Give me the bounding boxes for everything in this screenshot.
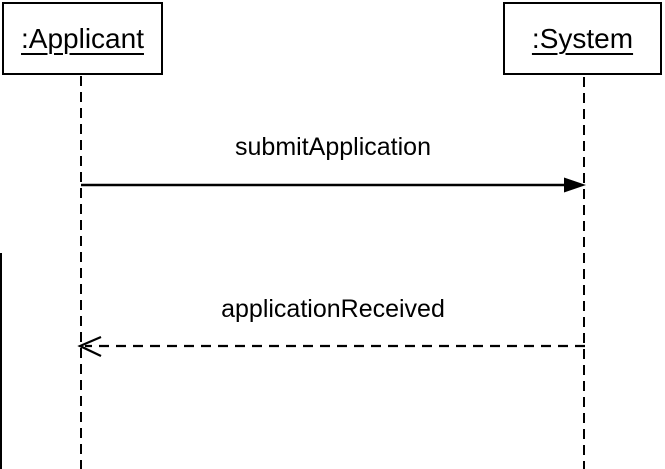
message-label-submit: submitApplication — [235, 133, 431, 161]
open-arrowhead-icon — [77, 335, 102, 357]
message-label-received: applicationReceived — [221, 295, 445, 323]
participant-box-system: :System — [503, 2, 662, 75]
filled-arrowhead-icon — [564, 177, 586, 193]
participant-label-system: :System — [531, 22, 634, 54]
participant-label-applicant: :Applicant — [21, 22, 144, 54]
participant-box-applicant: :Applicant — [2, 2, 163, 75]
